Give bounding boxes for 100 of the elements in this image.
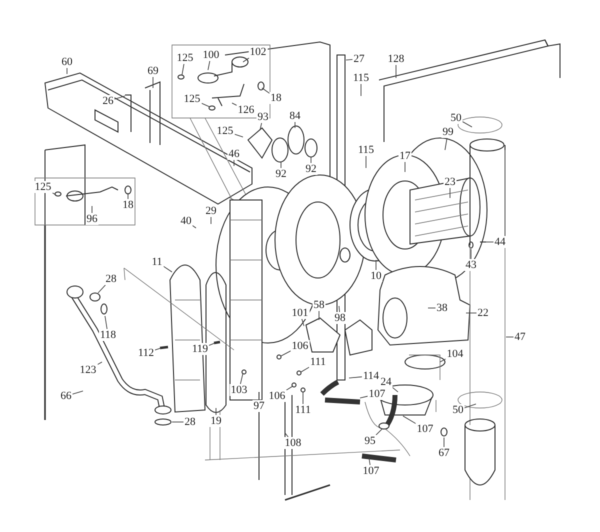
callout-number: 22 (476, 307, 490, 319)
leader-line (260, 122, 262, 130)
callout-number: 106 (268, 390, 286, 402)
leader-line (66, 68, 68, 74)
leader-line (182, 64, 184, 76)
callout-number: 58 (312, 299, 326, 311)
leader-line (470, 248, 472, 260)
callout-number: 28 (184, 416, 196, 428)
leader-line (302, 392, 304, 404)
leader-line (506, 336, 514, 338)
callout-number: 96 (86, 213, 98, 225)
leader-line (154, 348, 162, 350)
leader-line (234, 134, 244, 138)
callout-number: 40 (180, 215, 192, 227)
callout-number: 108 (284, 437, 302, 449)
leader-line (338, 306, 340, 312)
leader-line (360, 396, 368, 398)
callout-number: 115 (352, 72, 370, 84)
leader-line (200, 102, 210, 108)
leader-line (152, 76, 154, 88)
callout-number: 100 (202, 49, 220, 61)
callout-number: 125 (182, 93, 202, 105)
callout-number: 50 (450, 112, 462, 124)
leader-line (284, 432, 289, 438)
leader-line (232, 102, 238, 106)
leader-line (280, 350, 292, 356)
leader-line (360, 84, 362, 96)
callout-number: 84 (288, 110, 302, 122)
callout-number: 111 (309, 356, 327, 368)
leader-line (208, 60, 210, 70)
leader-line (210, 216, 212, 224)
callout-number: 98 (334, 312, 346, 324)
leader-line (466, 312, 477, 314)
leader-line (258, 392, 260, 400)
callout-number: 19 (210, 415, 222, 427)
callout-number: 128 (386, 53, 406, 65)
leader-line (301, 318, 304, 326)
leader-line (286, 386, 294, 391)
callout-number: 44 (494, 236, 506, 248)
callout-number: 95 (364, 435, 376, 447)
leader-line (240, 372, 244, 384)
leader-line (242, 58, 250, 62)
leader-line (280, 162, 282, 168)
leader-line (368, 458, 370, 466)
callout-number: 11 (150, 256, 164, 268)
callout-number: 60 (60, 56, 74, 68)
callout-number: 125 (34, 181, 52, 193)
leader-line (300, 366, 310, 372)
callout-number: 99 (442, 126, 454, 138)
leader-line (444, 138, 448, 150)
leader-line (346, 59, 353, 60)
callout-number: 102 (248, 46, 268, 58)
leader-line (192, 225, 196, 228)
callout-number: 101 (290, 307, 310, 319)
callout-number: 47 (514, 331, 526, 343)
leader-line (402, 416, 416, 424)
leader-line (98, 284, 106, 294)
callout-number: 23 (444, 176, 456, 188)
callout-number: 107 (368, 388, 386, 400)
callout-number: 50 (452, 404, 464, 416)
callout-number: 111 (294, 404, 312, 416)
leader-line (262, 88, 270, 94)
leader-line (392, 387, 398, 392)
callout-number: 66 (60, 390, 72, 402)
leader-line (348, 376, 362, 378)
leader-line (104, 316, 108, 330)
callout-number: 29 (204, 205, 218, 217)
callout-number: 10 (370, 270, 382, 282)
callout-number: 38 (436, 302, 448, 314)
callout-number: 69 (146, 65, 160, 77)
leader-line (114, 96, 126, 100)
callout-number: 97 (252, 400, 266, 412)
leader-line (318, 310, 320, 320)
callout-number: 17 (398, 150, 412, 162)
leader-line (310, 156, 312, 164)
leader-line (464, 404, 476, 408)
callout-number: 115 (356, 144, 376, 156)
callout-number: 92 (304, 163, 318, 175)
callout-number: 92 (274, 168, 288, 180)
leader-line (208, 342, 216, 346)
callout-number: 125 (216, 125, 234, 137)
callout-number: 93 (256, 111, 270, 123)
callout-number: 106 (290, 340, 310, 352)
callout-number: 118 (98, 329, 118, 341)
callout-number: 43 (464, 259, 478, 271)
leader-line (294, 122, 296, 128)
leader-line (376, 428, 382, 436)
callout-number: 67 (438, 447, 450, 459)
callout-number: 27 (352, 53, 366, 65)
callout-number: 107 (362, 465, 380, 477)
callout-number: 18 (122, 199, 134, 211)
callout-number: 125 (176, 52, 194, 64)
callout-number: 46 (228, 148, 240, 160)
callout-number: 107 (416, 423, 434, 435)
callout-number: 18 (270, 92, 282, 104)
leader-line (72, 390, 84, 394)
leader-line (162, 266, 172, 272)
callout-number: 28 (104, 273, 118, 285)
callout-number: 24 (380, 376, 392, 388)
leader-line (440, 358, 446, 362)
